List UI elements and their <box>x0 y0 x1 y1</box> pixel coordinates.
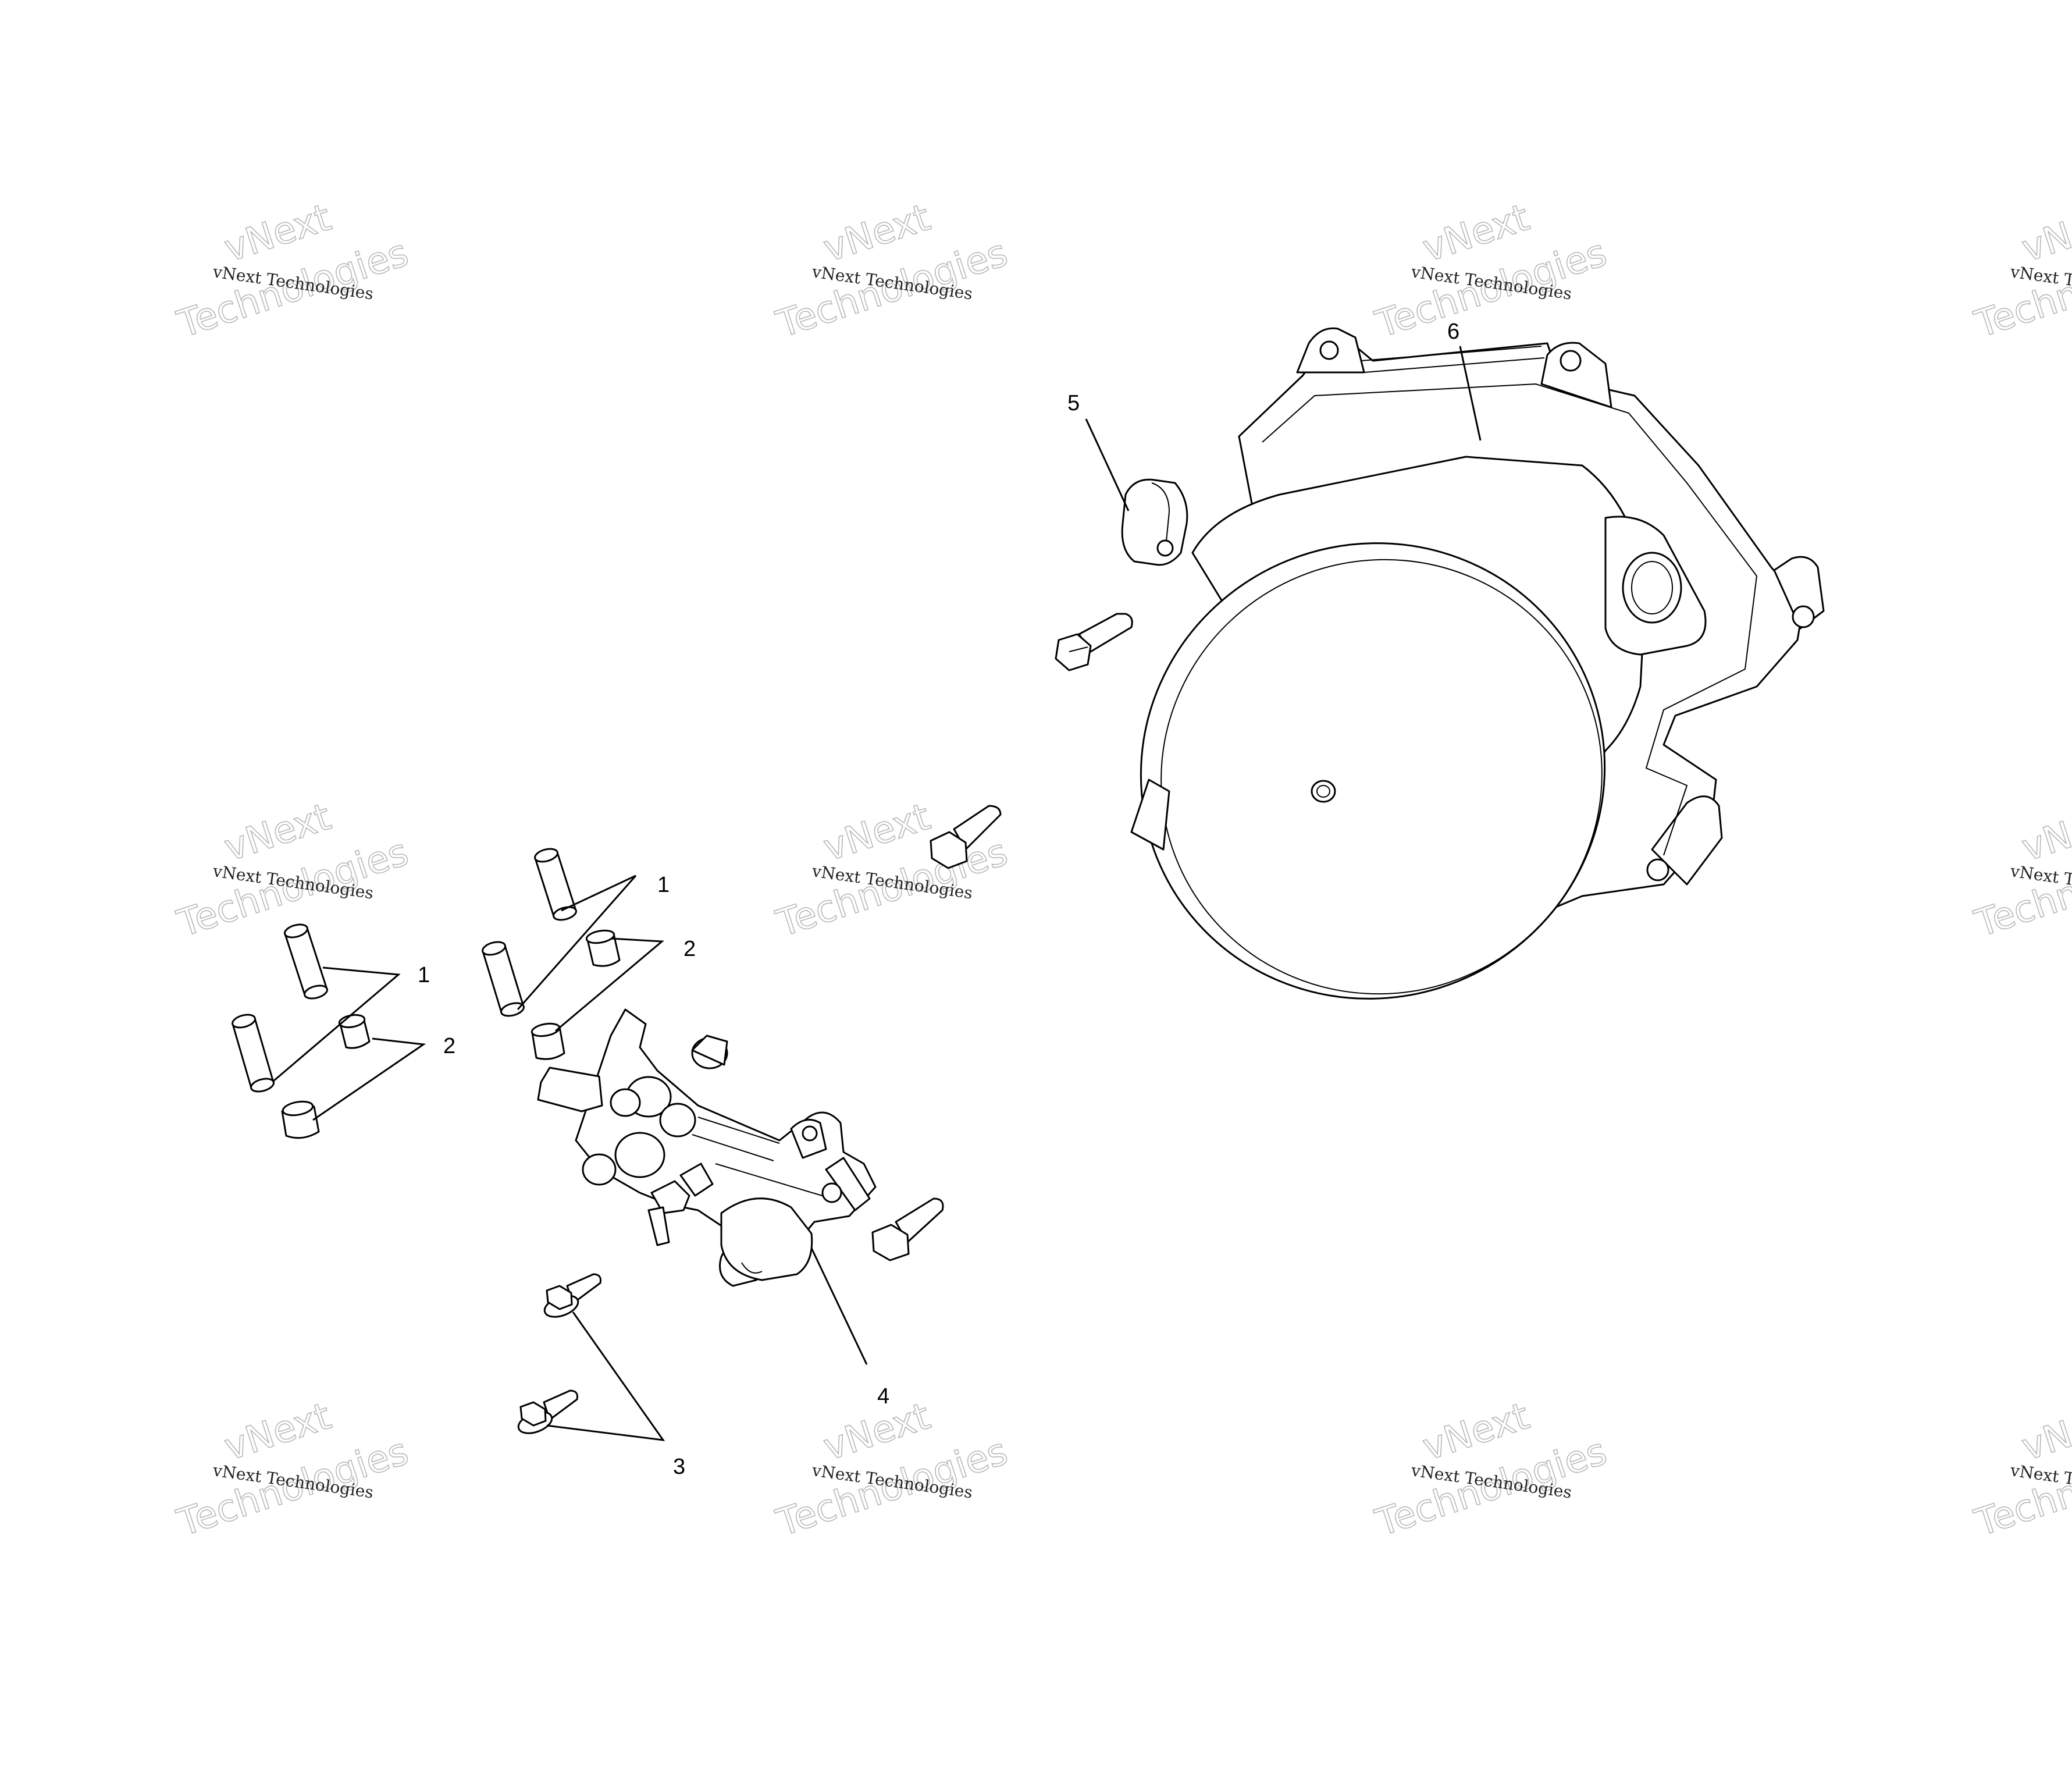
callout-6: 6 <box>1447 319 1459 344</box>
wire-clamp <box>1121 478 1188 566</box>
leader-4 <box>810 1247 868 1365</box>
leader-1-right <box>517 875 637 1010</box>
bushing-right-b <box>531 1022 565 1060</box>
leader-1-left <box>273 966 401 1082</box>
sensor-bolt-right <box>871 1197 944 1261</box>
callout-5: 5 <box>1067 391 1080 415</box>
dowel-pin-left-b <box>232 1014 275 1093</box>
leader-lines <box>273 346 1482 1441</box>
callout-2-right: 2 <box>683 937 696 961</box>
stator-cover <box>1130 327 1825 1000</box>
sensor-assembly <box>537 1008 877 1287</box>
leader-6 <box>1459 346 1482 441</box>
flange-bolt-a <box>543 1273 601 1318</box>
flange-bolt-b <box>517 1389 578 1434</box>
bushing-left-b <box>281 1100 320 1139</box>
dowel-pin-left-a <box>284 923 328 1000</box>
callout-3: 3 <box>673 1455 685 1479</box>
dowel-pin-right-b <box>482 941 525 1017</box>
leader-3 <box>546 1311 665 1441</box>
leader-2-right <box>555 937 664 1032</box>
clamp-bolt <box>1055 613 1133 671</box>
dowel-pin-right-a <box>534 848 577 921</box>
stator-bolt <box>930 805 1002 869</box>
callout-2-left: 2 <box>443 1034 455 1058</box>
watermark-big-line1: vNext <box>2017 795 2072 870</box>
watermark-big-line1: vNext <box>2017 196 2072 271</box>
leader-5 <box>1085 418 1130 511</box>
leader-2-left <box>312 1037 426 1121</box>
callout-4: 4 <box>877 1384 889 1409</box>
callout-1-right: 1 <box>657 873 670 897</box>
watermark-big-line1: vNext <box>2017 1395 2072 1469</box>
bushing-right-a <box>585 929 621 967</box>
callout-1-left: 1 <box>418 963 430 987</box>
bushing-left-a <box>338 1014 371 1049</box>
